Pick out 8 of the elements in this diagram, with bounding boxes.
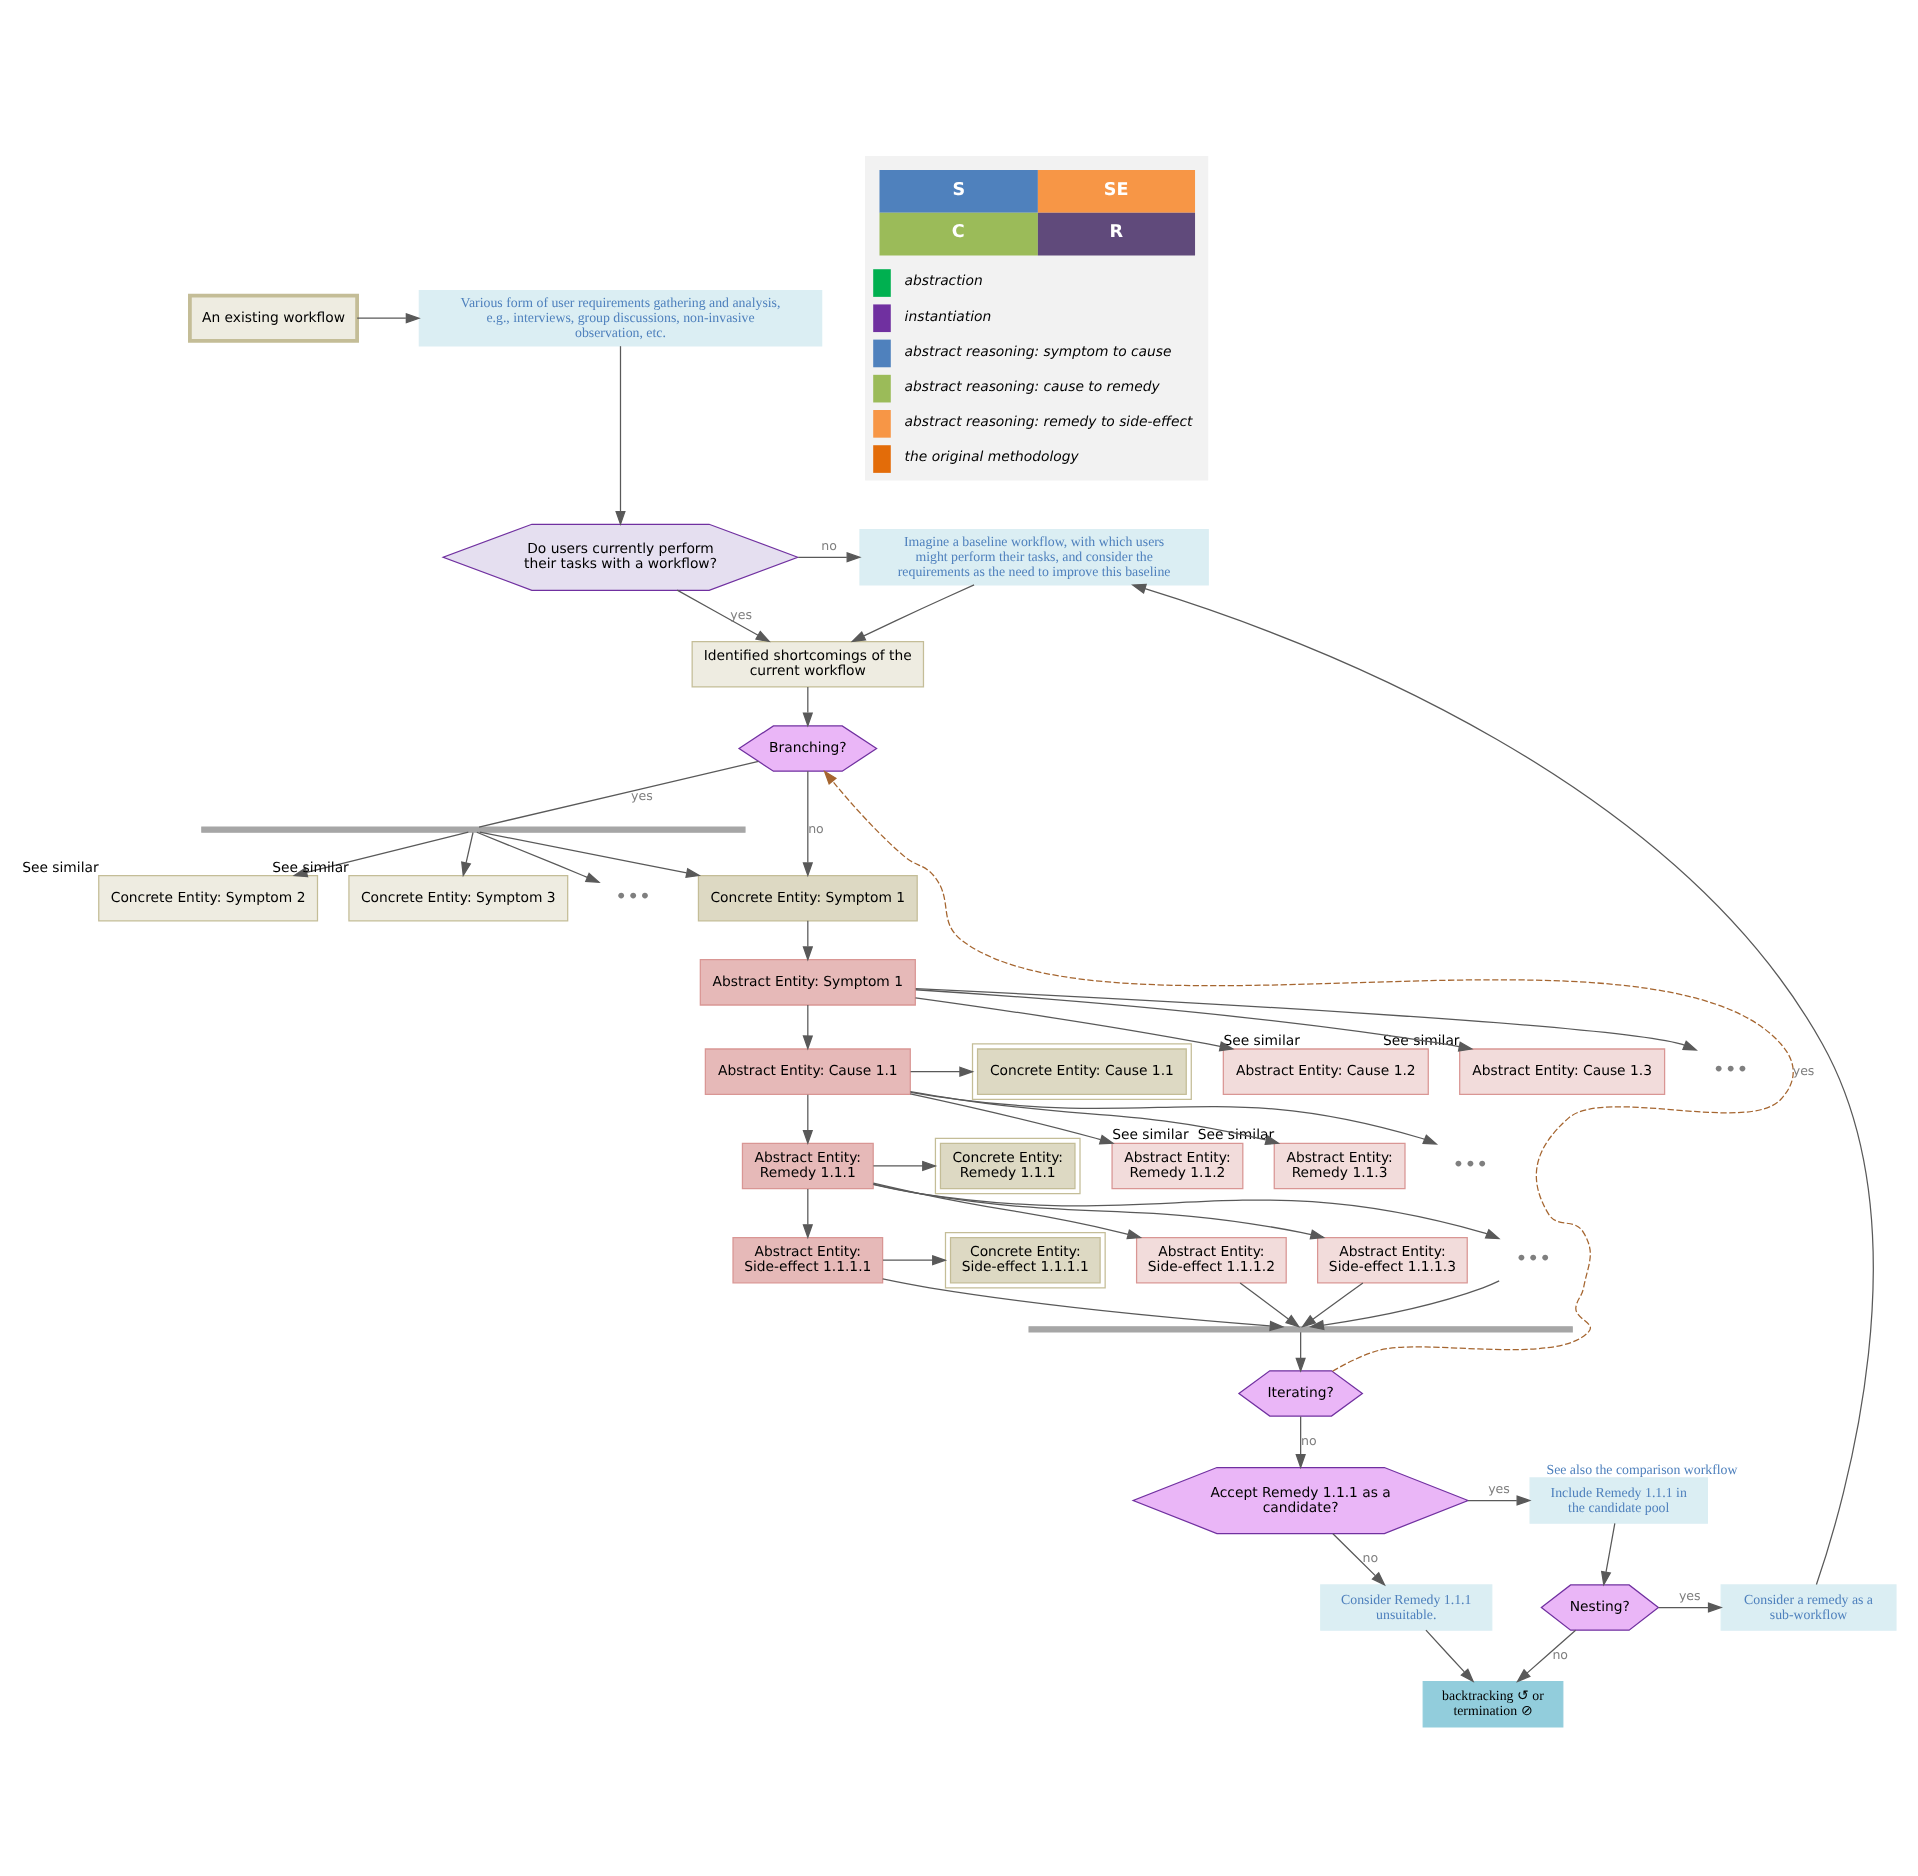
node-text: ••• [615,885,651,908]
node-text: ••• [1515,1247,1552,1270]
label: R [1109,222,1124,243]
label: SE [1103,179,1129,200]
node-text: ••• [1452,1153,1489,1176]
label: C [951,222,965,243]
label: S [952,179,966,200]
node-text: ••• [1712,1059,1749,1082]
